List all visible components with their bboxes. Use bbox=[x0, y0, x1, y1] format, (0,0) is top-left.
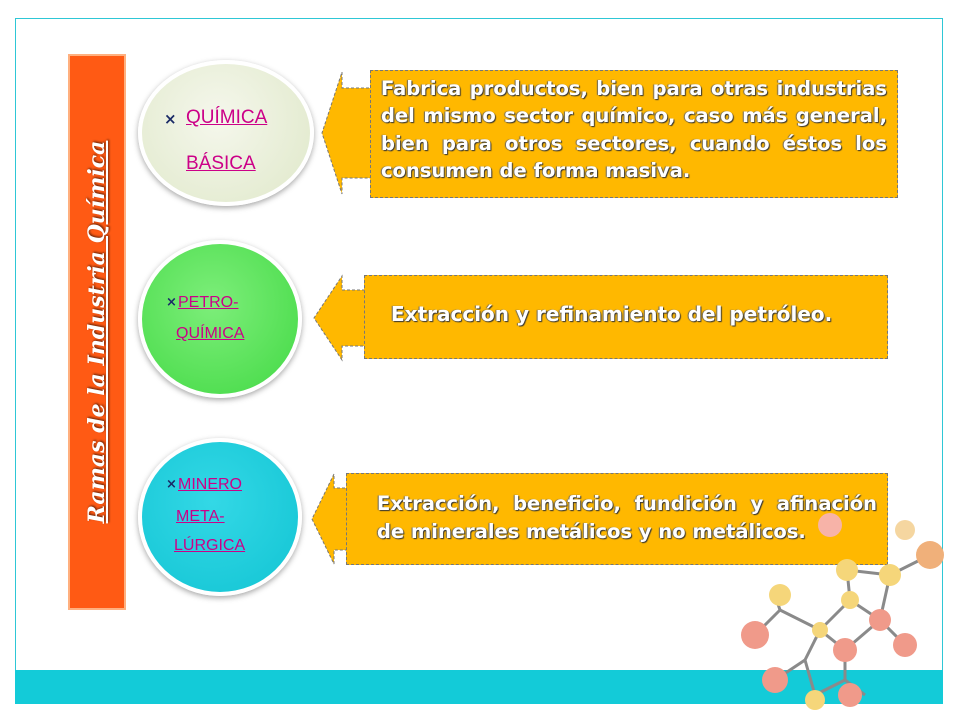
link-petroquimica-line2[interactable]: QUÍMICA bbox=[176, 325, 245, 342]
link-quimica-line1[interactable]: QUÍMICA bbox=[186, 107, 268, 128]
link-petroquimica-line1[interactable]: PETRO- bbox=[178, 294, 239, 311]
branch-circle-minerometalurgica bbox=[138, 438, 302, 596]
bottom-bar bbox=[15, 670, 943, 704]
bullet-x-icon: × bbox=[166, 295, 177, 310]
description-box-quimica-basica: Fabrica productos, bien para otras indus… bbox=[370, 70, 898, 198]
link-quimica-line2[interactable]: BÁSICA bbox=[186, 153, 256, 174]
description-box-petroquimica: Extracción y refinamiento del petróleo. bbox=[364, 275, 888, 359]
molecule-decoration-icon bbox=[741, 513, 944, 710]
left-arrow-icon bbox=[313, 274, 371, 362]
slide-frame bbox=[15, 18, 943, 704]
description-box-minerometalurgica: Extracción, beneficio, fundición y afina… bbox=[346, 473, 888, 565]
left-arrow-icon bbox=[321, 71, 375, 195]
link-minero-line2[interactable]: META- bbox=[176, 508, 225, 525]
vertical-title-banner: Ramas de la Industria Química bbox=[68, 54, 126, 610]
bullet-x-icon: × bbox=[166, 477, 177, 492]
banner-title: Ramas de la Industria Química bbox=[84, 140, 110, 524]
link-minero-line1[interactable]: MINERO bbox=[178, 476, 242, 493]
link-minero-line3[interactable]: LÚRGICA bbox=[174, 537, 246, 554]
bullet-x-icon: × bbox=[164, 110, 177, 128]
branch-circle-petroquimica bbox=[138, 240, 302, 398]
branch-circle-quimica-basica bbox=[138, 60, 314, 206]
